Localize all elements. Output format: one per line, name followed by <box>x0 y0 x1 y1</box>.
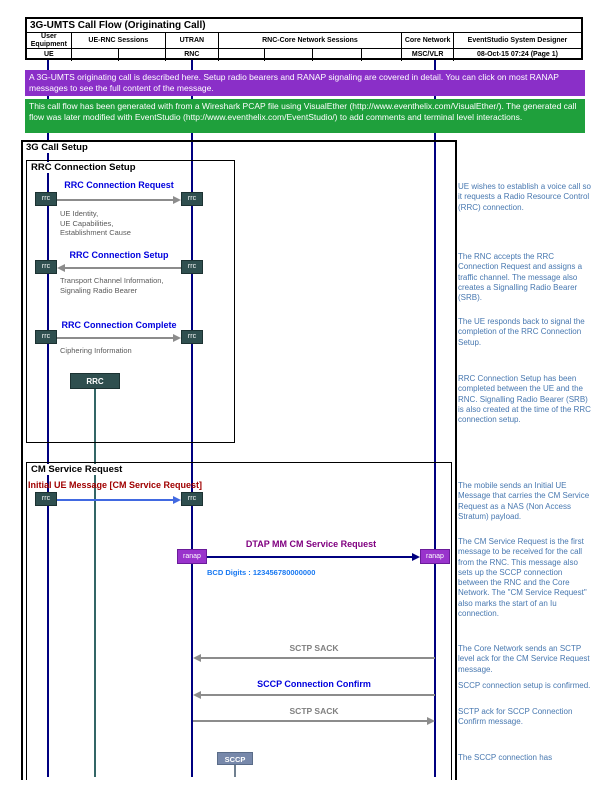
endpoint-ranap-rnc: ranap <box>177 549 207 564</box>
arrowhead-right-icon <box>173 334 181 342</box>
col-utran: UTRAN <box>166 33 219 48</box>
col-ue-rnc-sessions: UE-RNC Sessions <box>72 33 166 48</box>
endpoint-rrc-ue: rrc <box>35 260 57 274</box>
page-title: 3G-UMTS Call Flow (Originating Call) <box>27 19 581 33</box>
arrow-rrc-connection-complete <box>57 337 175 339</box>
lifeline-ue <box>47 60 49 777</box>
empty-cell <box>72 49 120 61</box>
comment-rrc-complete: The UE responds back to signal the compl… <box>458 317 585 347</box>
arrowhead-right-icon <box>427 717 435 725</box>
comment-rrc-request: UE wishes to establish a voice call so i… <box>458 182 591 212</box>
endpoint-ranap-core: ranap <box>420 549 450 564</box>
comment-cm-service: The CM Service Request is the first mess… <box>458 537 587 619</box>
endpoint-rrc-rnc: rrc <box>181 492 203 506</box>
endpoint-rrc-ue: rrc <box>35 492 57 506</box>
date-page-label: 08-Oct-15 07:24 (Page 1) <box>477 51 558 59</box>
message-label-sccp-connection-confirm[interactable]: SCCP Connection Confirm <box>257 679 371 689</box>
brand-label: EventStudio System Designer <box>467 36 568 44</box>
message-params-rrc-connection-request: UE Identity, UE Capabilities, Establishm… <box>60 209 131 237</box>
empty-cell <box>362 49 403 61</box>
col-user-equipment: User Equipment <box>27 33 72 48</box>
lifeline-rnc <box>191 60 193 777</box>
endpoint-rrc-ue: rrc <box>35 330 57 344</box>
empty-cell <box>313 49 362 61</box>
arrow-initial-ue-message <box>57 499 175 501</box>
lifeline-label-core: MSC/VLR <box>402 49 454 61</box>
empty-cell <box>119 49 166 61</box>
empty-cell <box>265 49 313 61</box>
arrow-rrc-connection-setup <box>63 267 181 269</box>
message-params-bcd-digits: BCD Digits : 123456780000000 <box>207 568 316 577</box>
message-label-rrc-connection-setup[interactable]: RRC Connection Setup <box>69 250 169 260</box>
source-banner: This call flow has been generated with f… <box>25 99 585 133</box>
arrow-sccp-connection-confirm <box>199 694 435 696</box>
section-3g-call-setup <box>21 140 457 780</box>
message-params-rrc-connection-complete: Ciphering Information <box>60 346 132 355</box>
endpoint-rrc-ue: rrc <box>35 192 57 206</box>
arrowhead-right-icon <box>412 553 420 561</box>
comment-sccp-connection: The SCCP connection has <box>458 753 553 762</box>
endpoint-rrc-rnc: rrc <box>181 260 203 274</box>
lifeline-core <box>434 60 436 777</box>
comment-sctp-ack-sccp: SCTP ack for SCCP Connection Confirm mes… <box>458 707 573 727</box>
comment-sctp-ack: The Core Network sends an SCTP level ack… <box>458 644 590 674</box>
lifeline-sccp <box>234 764 236 777</box>
arrowhead-right-icon <box>173 496 181 504</box>
comment-rrc-done: RRC Connection Setup has been completed … <box>458 374 591 425</box>
comment-rrc-setup: The RNC accepts the RRC Connection Reque… <box>458 252 583 303</box>
comment-initial-ue: The mobile sends an Initial UE Message t… <box>458 481 590 521</box>
message-label-initial-ue-message[interactable]: Initial UE Message [CM Service Request] <box>28 480 203 490</box>
message-label-rrc-connection-complete[interactable]: RRC Connection Complete <box>61 320 177 330</box>
arrow-dtap-cm-service-request <box>207 556 414 558</box>
state-box-sccp: SCCP <box>217 752 253 765</box>
lifeline-label-ue: UE <box>27 49 72 61</box>
message-label-sctp-sack-1: SCTP SACK <box>289 643 339 653</box>
state-box-rrc: RRC <box>70 373 120 389</box>
arrowhead-left-icon <box>193 654 201 662</box>
message-params-rrc-connection-setup: Transport Channel Information, Signaling… <box>60 276 164 295</box>
empty-cell <box>219 49 266 61</box>
intro-banner: A 3G-UMTS originating call is described … <box>25 70 585 96</box>
endpoint-rrc-rnc: rrc <box>181 192 203 206</box>
col-rnc-core-sessions: RNC-Core Network Sessions <box>219 33 403 48</box>
lifeline-label-rnc: RNC <box>166 49 219 61</box>
section-cm-service-request <box>26 462 452 780</box>
section-cm-service-request-label: CM Service Request <box>29 464 125 475</box>
message-label-dtap-cm-service-request[interactable]: DTAP MM CM Service Request <box>245 539 377 549</box>
section-rrc-connection-setup-label: RRC Connection Setup <box>29 162 138 173</box>
message-label-sctp-sack-2: SCTP SACK <box>289 706 339 716</box>
message-label-rrc-connection-request[interactable]: RRC Connection Request <box>64 180 174 190</box>
section-rrc-connection-setup <box>26 160 235 443</box>
arrowhead-right-icon <box>173 196 181 204</box>
arrowhead-left-icon <box>193 691 201 699</box>
comment-sccp-confirmed: SCCP connection setup is confirmed. <box>458 681 591 690</box>
arrow-sctp-sack-1 <box>199 657 435 659</box>
arrow-sctp-sack-2 <box>193 720 429 722</box>
arrow-rrc-connection-request <box>57 199 175 201</box>
lifeline-rrc <box>94 389 96 777</box>
section-3g-call-setup-label: 3G Call Setup <box>24 142 90 153</box>
endpoint-rrc-rnc: rrc <box>181 330 203 344</box>
arrowhead-left-icon <box>57 264 65 272</box>
col-core-network: Core Network <box>402 33 454 48</box>
header-table: 3G-UMTS Call Flow (Originating Call) Use… <box>25 17 583 61</box>
